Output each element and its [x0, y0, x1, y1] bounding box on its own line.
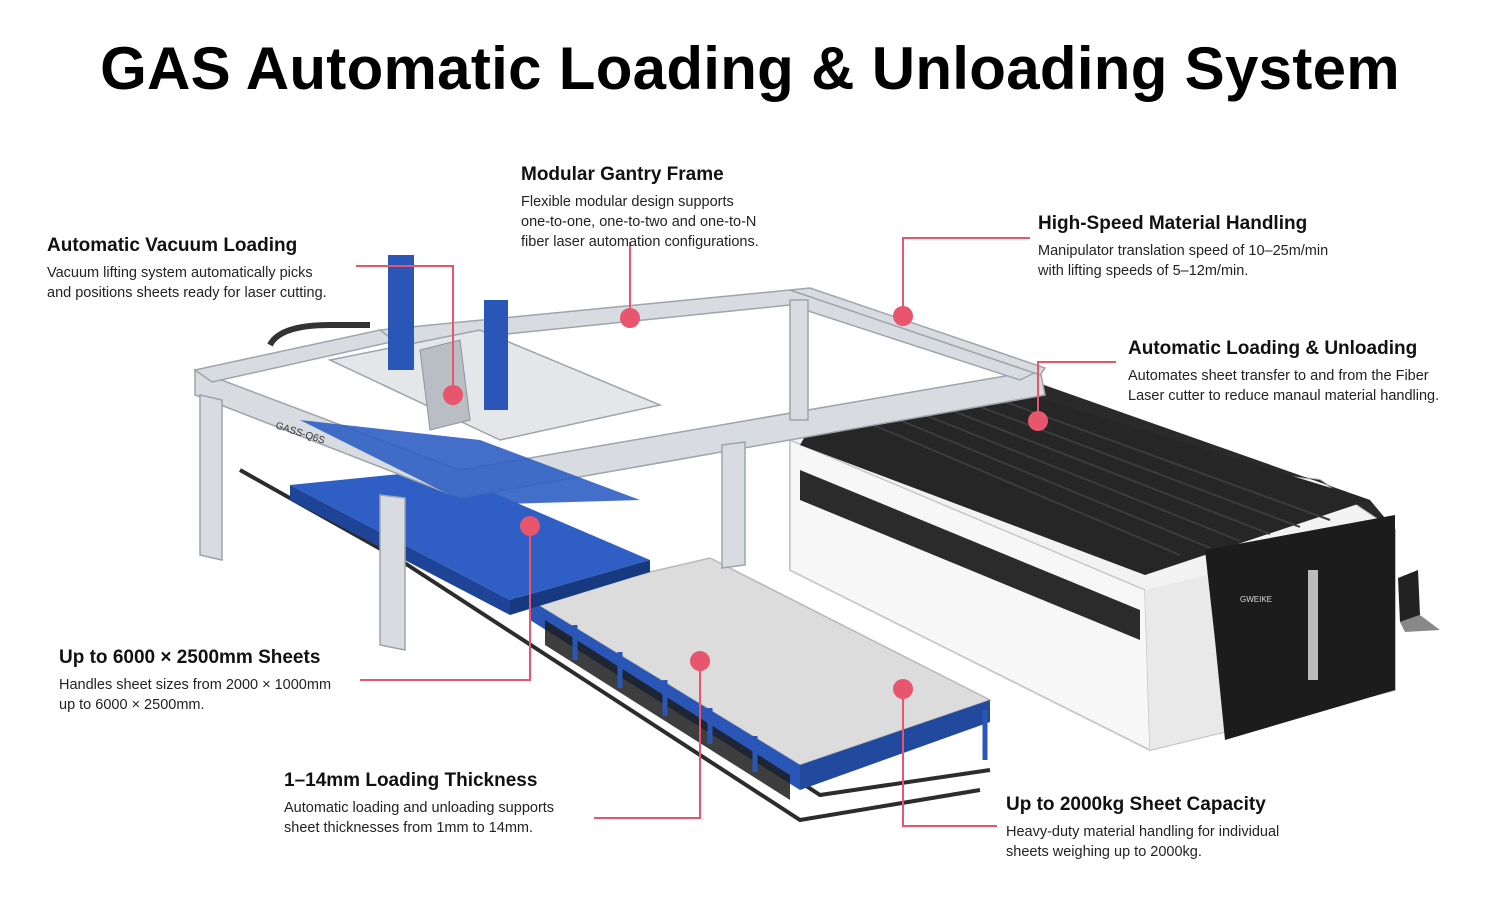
callout-heading: Up to 6000 × 2500mm Sheets: [59, 647, 321, 668]
callout-speed: High-Speed Material Handling Manipulator…: [1038, 213, 1328, 281]
unloading-table: [528, 557, 992, 800]
callout-line: sheet thicknesses from 1mm to 14mm.: [284, 820, 533, 836]
callout-heading: Up to 2000kg Sheet Capacity: [1006, 794, 1266, 815]
callout-line: with lifting speeds of 5–12m/min.: [1038, 263, 1249, 279]
callout-leaders: [356, 237, 1116, 827]
callout-heading: Automatic Vacuum Loading: [47, 235, 298, 256]
callout-heading: High-Speed Material Handling: [1038, 213, 1308, 234]
page-title: GAS Automatic Loading & Unloading System: [100, 35, 1400, 102]
callout-thickness: 1–14mm Loading Thickness Automatic loadi…: [284, 770, 554, 838]
callout-line: fiber laser automation configurations.: [521, 234, 759, 250]
callout-line: Laser cutter to reduce manaul material h…: [1128, 388, 1440, 404]
brand-label: GWEIKE: [1240, 595, 1272, 604]
callout-gantry: Modular Gantry Frame Flexible modular de…: [521, 164, 759, 252]
callout-heading: Automatic Loading & Unloading: [1128, 338, 1418, 359]
callout-heading: 1–14mm Loading Thickness: [284, 770, 538, 791]
callout-heading: Modular Gantry Frame: [521, 164, 724, 185]
callout-line: Vacuum lifting system automatically pick…: [47, 265, 313, 281]
callout-line: and positions sheets ready for laser cut…: [47, 285, 327, 301]
callout-capacity: Up to 2000kg Sheet Capacity Heavy-duty m…: [1006, 794, 1279, 862]
callout-line: Handles sheet sizes from 2000 × 1000mm: [59, 677, 332, 693]
callout-line: Heavy-duty material handling for individ…: [1006, 824, 1280, 840]
callout-sheets: Up to 6000 × 2500mm Sheets Handles sheet…: [59, 647, 331, 715]
callout-line: up to 6000 × 2500mm.: [59, 697, 205, 713]
callout-line: Manipulator translation speed of 10–25m/…: [1038, 243, 1329, 259]
callout-line: Automates sheet transfer to and from the…: [1128, 368, 1429, 384]
callout-vacuum: Automatic Vacuum Loading Vacuum lifting …: [47, 235, 327, 303]
callout-line: one-to-one, one-to-two and one-to-N: [521, 214, 757, 230]
laser-cutter-cabinet: GWEIKE: [789, 380, 1440, 752]
manipulator-carriage: GASS-Q6S: [267, 255, 663, 505]
callout-auto: Automatic Loading & Unloading Automates …: [1128, 338, 1439, 406]
callout-line: Flexible modular design supports: [521, 194, 734, 210]
callout-line: sheets weighing up to 2000kg.: [1006, 844, 1202, 860]
callout-line: Automatic loading and unloading supports: [284, 800, 555, 816]
callout-markers: [443, 306, 1048, 699]
